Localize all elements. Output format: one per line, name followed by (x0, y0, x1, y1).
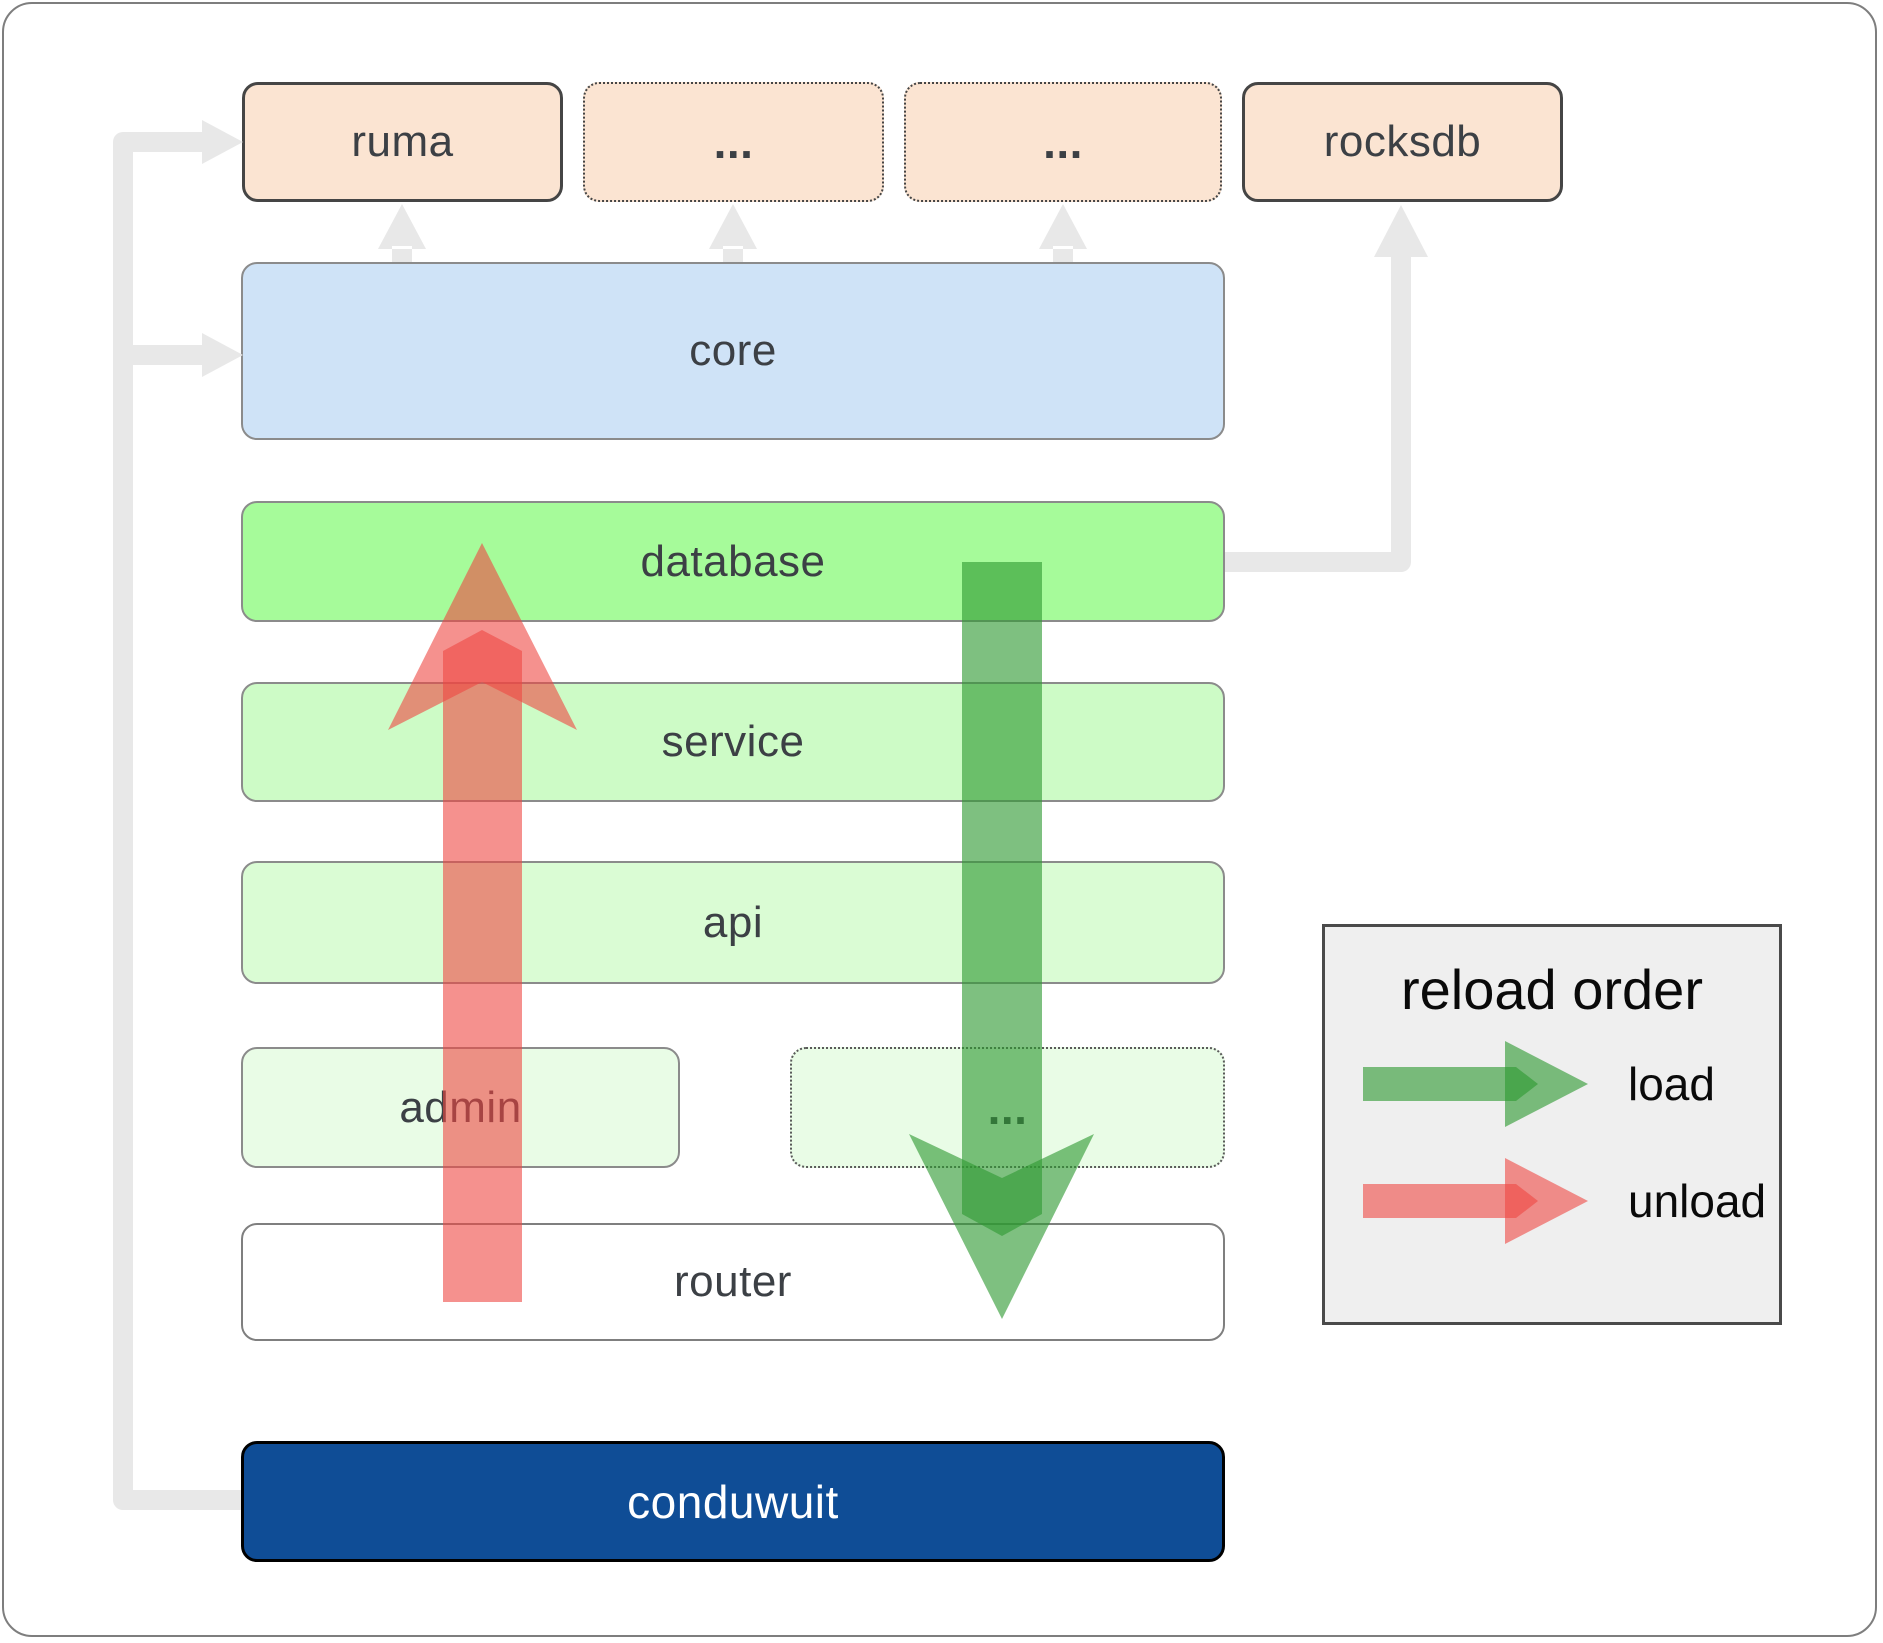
box-dependency-more-2-label: ... (1043, 116, 1083, 168)
box-core: core (241, 262, 1225, 440)
legend-title: reload order (1401, 958, 1703, 1021)
box-router-label: router (674, 1257, 792, 1306)
box-dependency-more-2: ... (904, 82, 1222, 202)
box-admin-label: admin (399, 1082, 522, 1132)
box-conduwuit-label: conduwuit (627, 1475, 839, 1528)
box-service: service (241, 682, 1225, 802)
box-dependency-more-1-label: ... (713, 116, 754, 168)
box-admin: admin (241, 1047, 680, 1168)
box-database: database (241, 501, 1225, 622)
box-ruma-label: ruma (351, 117, 454, 166)
box-ruma: ruma (242, 82, 563, 202)
box-admin-more: ... (790, 1047, 1225, 1168)
box-api-label: api (702, 897, 764, 947)
box-conduwuit: conduwuit (241, 1441, 1225, 1562)
box-database-label: database (640, 536, 826, 586)
box-service-label: service (661, 717, 805, 766)
box-rocksdb: rocksdb (1242, 82, 1563, 202)
legend-load-label: load (1628, 1058, 1715, 1110)
box-dependency-more-1: ... (583, 82, 884, 202)
box-api: api (241, 861, 1225, 984)
box-core-label: core (689, 326, 777, 375)
box-router: router (241, 1223, 1225, 1341)
box-rocksdb-label: rocksdb (1323, 117, 1482, 166)
legend-reload-order: reload order (1322, 924, 1782, 1325)
box-admin-more-label: ... (987, 1081, 1028, 1134)
legend-unload-label: unload (1628, 1175, 1767, 1227)
